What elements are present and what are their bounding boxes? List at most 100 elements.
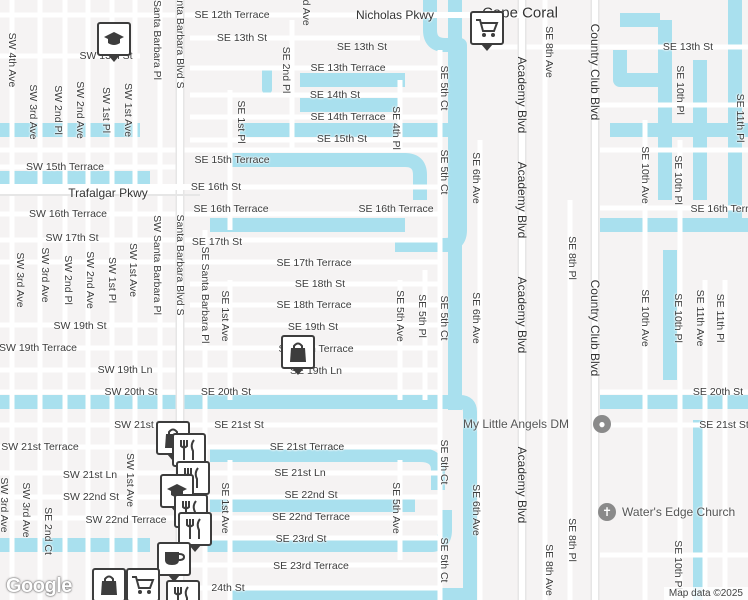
school-icon bbox=[104, 32, 124, 45]
street-label: SE 8th Pl bbox=[566, 236, 578, 280]
street-label: SE 10th Ave bbox=[639, 289, 651, 347]
street-label: SE 10th Ave bbox=[639, 146, 651, 204]
street-label: SW 21st bbox=[114, 419, 154, 431]
map-attribution[interactable]: Map data ©2025 bbox=[663, 587, 748, 600]
street-label: SE 16th St bbox=[190, 181, 242, 193]
street-label: SE 17th Terrace bbox=[276, 257, 352, 269]
street-label: SW 21st Ln bbox=[62, 469, 118, 481]
shopping-pin[interactable] bbox=[92, 568, 126, 600]
street-label: SE 21st Terrace bbox=[269, 441, 345, 453]
street-label: SE 6th Ave bbox=[470, 152, 482, 204]
cafe-pin[interactable] bbox=[157, 542, 191, 582]
street-label: SW 3rd Ave bbox=[0, 477, 10, 533]
street-label: SE 2nd Pl bbox=[280, 46, 292, 94]
street-label: SE 11th Pl bbox=[734, 93, 746, 143]
street-label: SE 10th Pl bbox=[672, 155, 684, 205]
shopping-pin[interactable] bbox=[126, 568, 160, 600]
street-label: Santa Barbara Blvd S bbox=[174, 214, 186, 316]
street-label: SE 10th Pl bbox=[672, 540, 684, 590]
shopping-cart-icon bbox=[476, 19, 499, 37]
restaurant-pin[interactable] bbox=[178, 512, 212, 552]
street-label: Trafalgar Pkwy bbox=[68, 186, 148, 200]
cafe-icon bbox=[165, 552, 185, 565]
place-icon[interactable]: ● bbox=[593, 415, 611, 433]
street-label: SW 1st Ave bbox=[124, 452, 136, 508]
street-label: SE 6th Ave bbox=[470, 484, 482, 536]
church-icon[interactable]: ✝ bbox=[598, 503, 616, 521]
street-label: SE 8th Pl bbox=[566, 518, 578, 562]
street-label: SW 4th Ave bbox=[6, 32, 18, 88]
street-label: SW 19th St bbox=[53, 320, 107, 332]
street-label: SE 13th St bbox=[216, 32, 268, 44]
shopping-bag-icon bbox=[101, 575, 117, 595]
street-label: Country Club Blvd bbox=[588, 279, 602, 377]
street-label: 3rd Ave bbox=[300, 0, 312, 26]
street-label: SW 21st Terrace bbox=[1, 441, 79, 453]
street-label: SE 8th Ave bbox=[543, 26, 555, 78]
street-label: SE 5th Pl bbox=[416, 294, 428, 338]
street-label: Santa Barbara Blvd S bbox=[174, 0, 186, 89]
street-label: Academy Blvd bbox=[515, 446, 529, 524]
restaurant-icon bbox=[180, 439, 195, 460]
shopping-bag-icon bbox=[290, 342, 306, 362]
street-label: SE 13th St bbox=[336, 41, 388, 53]
street-label: SW 3rd Ave bbox=[20, 482, 32, 538]
street-label: SE 23rd St bbox=[275, 533, 327, 545]
shopping-pin[interactable] bbox=[281, 335, 315, 375]
street-label: SE 12th Terrace bbox=[194, 9, 270, 21]
street-label: SE 18th Terrace bbox=[276, 299, 352, 311]
street-label: SW 1st Ave bbox=[122, 82, 134, 138]
street-label: SE 14th St bbox=[309, 89, 361, 101]
street-label: SE 2nd Ct bbox=[42, 507, 54, 555]
street-label: SE 15th Terrace bbox=[194, 154, 270, 166]
street-label: Country Club Blvd bbox=[588, 23, 602, 121]
street-label: Academy Blvd bbox=[515, 161, 529, 239]
street-label: SW 2nd Ave bbox=[84, 251, 96, 309]
street-label: SW 1st Pl bbox=[106, 256, 118, 304]
restaurant-icon bbox=[174, 586, 189, 600]
street-label: SW 16th Terrace bbox=[28, 208, 108, 220]
street-label: SW 19th Ln bbox=[97, 364, 153, 376]
poi-label[interactable]: Water's Edge Church bbox=[622, 505, 736, 519]
street-label: SE 5th Ct bbox=[438, 149, 450, 195]
street-label: SE 16th Terrace bbox=[690, 203, 748, 215]
poi-label[interactable]: My Little Angels DM bbox=[463, 417, 570, 431]
street-label: SE 16th Terrace bbox=[193, 203, 269, 215]
street-label: SW 3rd Ave bbox=[27, 84, 39, 140]
street-label: Nicholas Pkwy bbox=[355, 8, 435, 22]
street-label: SE 20th St bbox=[692, 386, 744, 398]
street-label: SE 4th Pl bbox=[390, 106, 402, 150]
shopping-cart-icon bbox=[132, 576, 155, 594]
street-label: SE 21st St bbox=[214, 419, 264, 431]
street-label: SW 1st Pl bbox=[100, 86, 112, 134]
street-label: SE 20th St bbox=[200, 386, 252, 398]
street-label: SE 11th Pl bbox=[714, 293, 726, 343]
street-label: SE 5th Ct bbox=[438, 295, 450, 341]
street-label: SE 5th Ave bbox=[394, 290, 406, 342]
street-label: Santa Barbara Pl bbox=[151, 0, 163, 80]
street-label: SW 2nd Ave bbox=[74, 81, 86, 139]
street-label: SW 15th Terrace bbox=[25, 161, 105, 173]
street-label: SE 8th Ave bbox=[543, 544, 555, 596]
street-label: SE 16th Terrace bbox=[358, 203, 434, 215]
shopping-pin[interactable] bbox=[470, 11, 504, 51]
restaurant-icon bbox=[186, 518, 201, 539]
street-label: SE 5th Ave bbox=[390, 482, 402, 534]
street-label: Academy Blvd bbox=[515, 276, 529, 354]
street-label: SE 1st Ave bbox=[219, 290, 231, 342]
street-label: SE 10th Pl bbox=[674, 65, 686, 115]
street-label: SE 10th Pl bbox=[672, 293, 684, 343]
street-label: SE 5th Ct bbox=[438, 537, 450, 583]
street-label: SW 22nd Terrace bbox=[85, 514, 167, 526]
restaurant-pin[interactable] bbox=[166, 580, 200, 600]
street-label: SE 21st St bbox=[699, 419, 748, 431]
school-pin[interactable] bbox=[97, 22, 131, 62]
street-label: SE 21st Ln bbox=[274, 467, 326, 479]
street-label: SE 13th St bbox=[662, 41, 714, 53]
street-label: SW 3rd Ave bbox=[39, 247, 51, 303]
street-label: SW 20th St bbox=[104, 386, 158, 398]
street-label: SE 14th Terrace bbox=[310, 111, 386, 123]
street-label: SE 5th Ct bbox=[438, 439, 450, 485]
